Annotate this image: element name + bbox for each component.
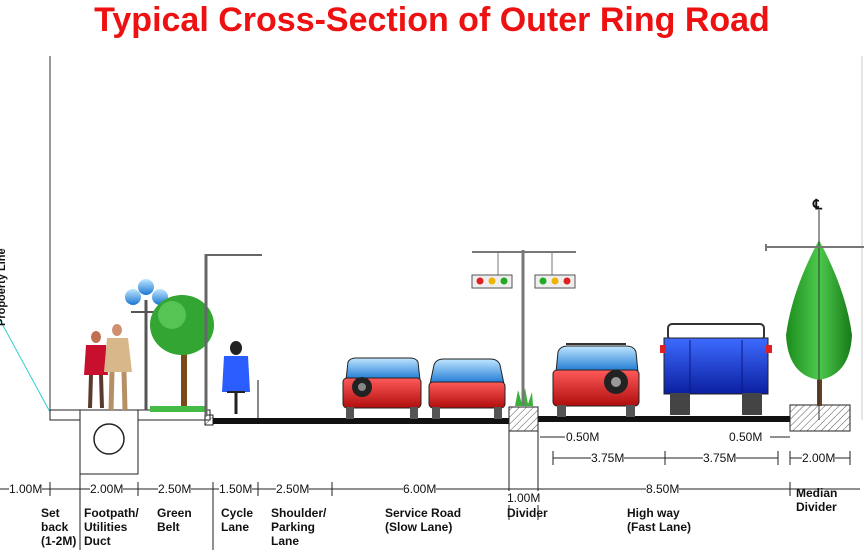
centerline-symbol: ℄: [813, 198, 822, 213]
label-footpath-3: Duct: [84, 534, 111, 548]
diagram-title: Typical Cross-Section of Outer Ring Road: [94, 1, 770, 39]
highway-surface: [538, 416, 790, 422]
label-footpath-1: Footpath/: [84, 506, 139, 520]
label-divider: Divider: [507, 506, 548, 520]
dim-lane-left: 3.75M: [591, 451, 625, 465]
utility-duct-pipe: [93, 423, 125, 455]
label-median-1: Median: [796, 486, 838, 500]
label-cycle-lane-1: Cycle: [221, 506, 254, 520]
lamp-globe-1: [125, 289, 141, 305]
dim-service-road: 6.00M: [403, 482, 437, 496]
dim-cycle-lane: 1.50M: [219, 482, 253, 496]
dim-highway: 8.50M: [646, 482, 680, 496]
red-car-front-view: [428, 358, 506, 419]
dim-lane-right: 3.75M: [703, 451, 737, 465]
label-setback-2: back: [41, 520, 69, 534]
blue-truck-rear-view: [660, 323, 772, 415]
red-car-rear-view: [342, 357, 422, 419]
label-green-belt-2: Belt: [157, 520, 180, 534]
label-highway-1: High way: [627, 506, 680, 520]
label-setback-3: (1-2M): [41, 534, 77, 548]
label-service-road-1: Service Road: [385, 506, 462, 520]
label-shoulder-3: Lane: [271, 534, 300, 548]
red-suv-rear-view: [552, 343, 640, 417]
property-line-label: Propoerty Line: [0, 248, 8, 326]
dim-divider: 1.00M: [507, 491, 541, 505]
label-shoulder-2: Parking: [271, 520, 316, 534]
label-footpath-2: Utilities: [84, 520, 128, 534]
label-highway-2: (Fast Lane): [627, 520, 692, 534]
dim-green-belt: 2.50M: [158, 482, 192, 496]
service-road-surface: [213, 418, 509, 424]
kerb-left: [204, 414, 214, 426]
dim-median: 2.00M: [802, 451, 836, 465]
dim-edge-left: 0.50M: [566, 430, 600, 444]
dim-shoulder: 2.50M: [276, 482, 310, 496]
property-boundary-slope: [0, 319, 51, 413]
dim-footpath: 2.00M: [90, 482, 124, 496]
traffic-signal-pole: [471, 250, 576, 405]
label-setback-1: Set: [41, 506, 60, 520]
dim-edge-right: 0.50M: [729, 430, 763, 444]
label-cycle-lane-2: Lane: [221, 520, 250, 534]
median-block: [789, 404, 851, 432]
cyclist: [222, 341, 250, 414]
label-service-road-2: (Slow Lane): [385, 520, 453, 534]
lamp-globe-2: [138, 279, 154, 295]
divider-block: [508, 406, 539, 432]
label-shoulder-1: Shoulder/: [271, 506, 327, 520]
lane-dimension-lines: [540, 436, 851, 465]
label-green-belt-1: Green: [157, 506, 192, 520]
dim-setback: 1.00M: [9, 482, 43, 496]
label-median-2: Divider: [796, 500, 837, 514]
pedestrians: [84, 324, 132, 411]
green-belt-tree: [150, 295, 214, 412]
